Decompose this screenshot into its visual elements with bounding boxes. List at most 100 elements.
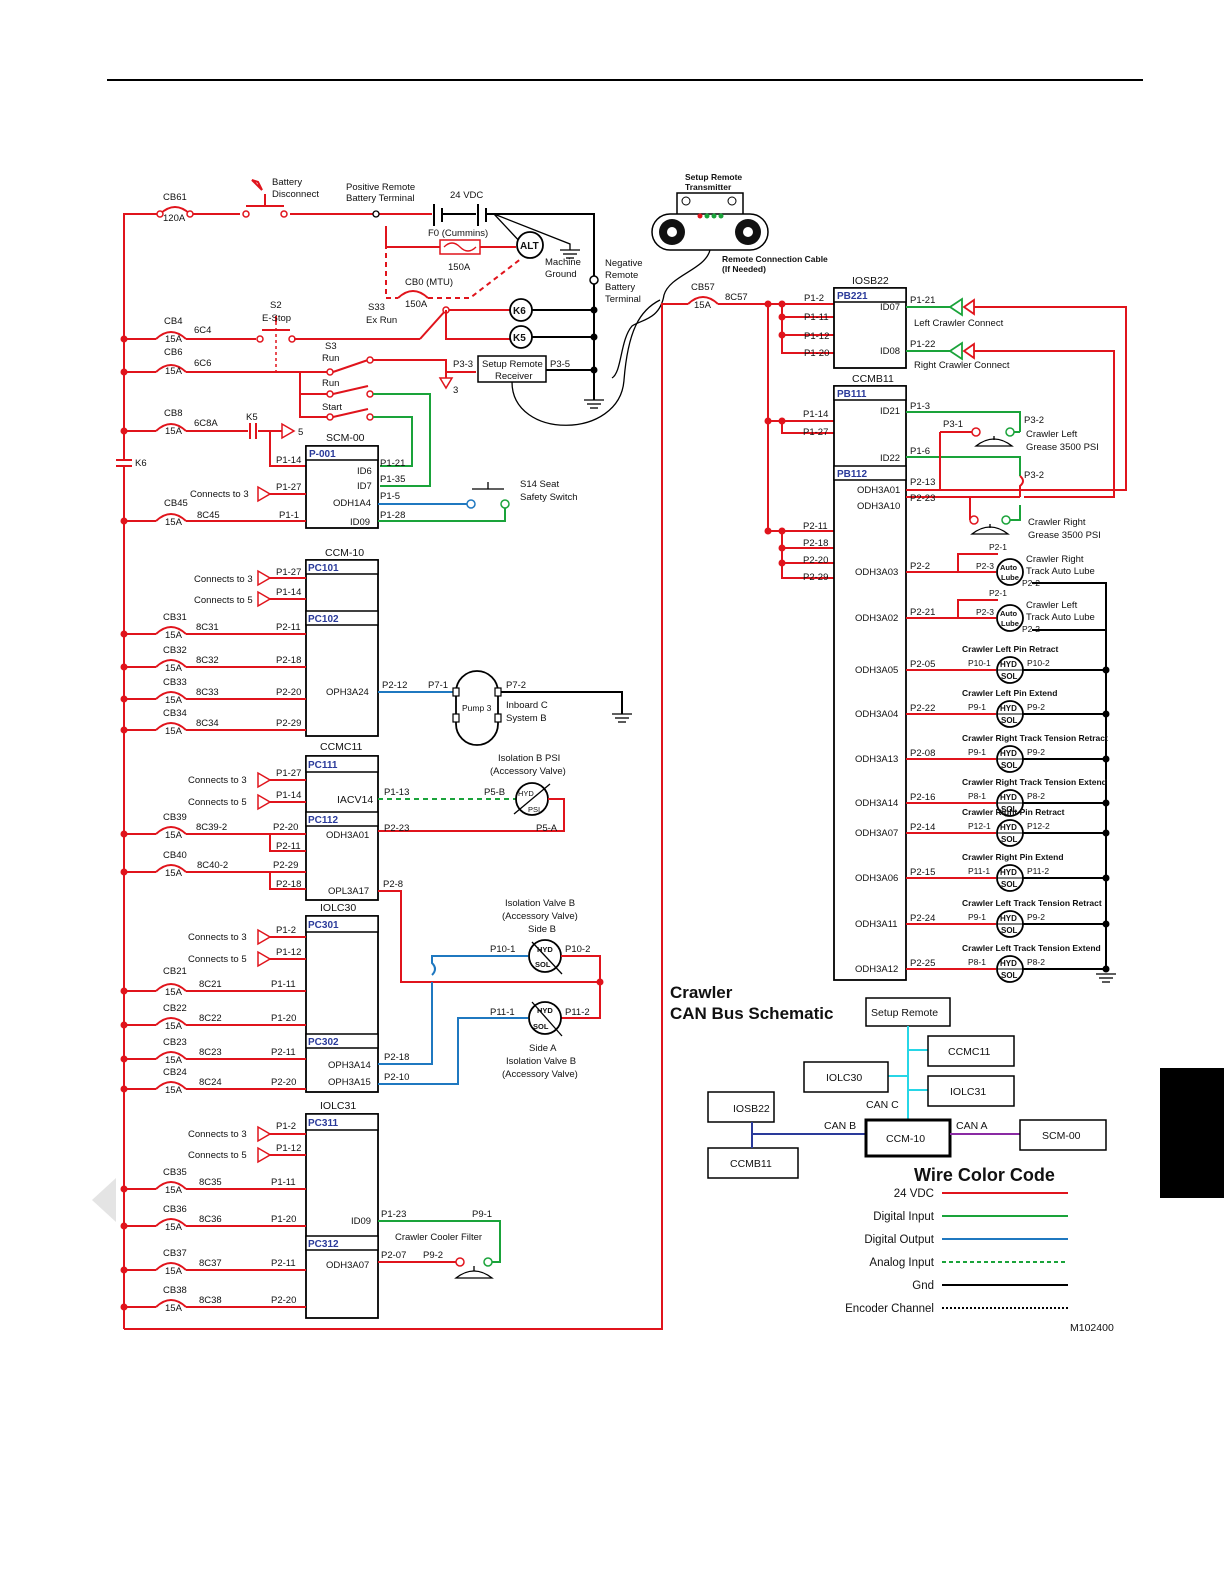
ccmc11-p218: P2-18: [276, 879, 301, 890]
sol-label: SOL: [1001, 880, 1018, 889]
iolc30-p111v: P11-1: [490, 1007, 515, 1018]
w8c36: 8C36: [199, 1214, 222, 1225]
iolc30-p210: P2-10: [384, 1072, 409, 1083]
auto-label: Auto: [1000, 609, 1017, 618]
cb35-label: CB35: [163, 1167, 187, 1178]
cb37-amp: 15A: [165, 1266, 183, 1277]
ccmc11-section: CCMC11 PC111 PC112 Connects to 3 P1-27 C…: [120, 741, 600, 983]
can-iosb22: IOSB22: [733, 1103, 770, 1115]
can-a-label: CAN A: [956, 1120, 988, 1132]
lube-label: Lube: [1001, 573, 1019, 582]
pump-label: Pump 3: [462, 703, 492, 713]
output-a: P8-1: [968, 791, 986, 801]
iso-psi-l2: (Accessory Valve): [490, 766, 566, 777]
output-odh: ODH3A07: [855, 828, 898, 839]
w8c57: 8C57: [725, 292, 748, 303]
iolc31-p91: P9-1: [472, 1209, 492, 1220]
cb8-amp: 15A: [165, 426, 183, 437]
ccmc11-p223: P2-23: [384, 823, 409, 834]
legend-label: Encoder Channel: [845, 1303, 934, 1315]
iolc31-p207: P2-07: [381, 1250, 406, 1261]
output-a: P10-1: [968, 658, 991, 668]
sol-label: SOL: [1001, 716, 1018, 725]
valvea-hyd: HYD: [537, 1006, 553, 1015]
start-label: Start: [322, 402, 342, 413]
iosb-p121: P1-21: [910, 295, 935, 306]
iolc31-connects3: Connects to 3: [188, 1129, 247, 1140]
pb112-pin-0: P2-11: [803, 521, 828, 532]
ccmc11-title: CCMC11: [320, 741, 363, 753]
cb31-label: CB31: [163, 612, 187, 623]
exrun-label: Ex Run: [366, 315, 397, 326]
output-top: P2-1: [989, 588, 1007, 598]
output-name2: Track Auto Lube: [1026, 612, 1095, 623]
legend-label: Analog Input: [869, 1257, 934, 1269]
iolc31-pc312: PC312: [308, 1239, 339, 1250]
w8c35: 8C35: [199, 1177, 222, 1188]
ccmb-id21: ID21: [880, 406, 900, 417]
hyd-label: HYD: [1000, 793, 1017, 802]
output-pin: P2-15: [910, 867, 935, 878]
cooler-filter: Crawler Cooler Filter: [395, 1232, 482, 1243]
neg-terminal-l3: Battery: [605, 282, 635, 293]
scm-p127: P1-27: [276, 482, 301, 493]
iosb-title: IOSB22: [852, 275, 889, 287]
ccm10-p72: P7-2: [506, 680, 526, 691]
section-tab: [1160, 1068, 1224, 1198]
output-pin: P2-2: [910, 561, 930, 572]
left-connect: Left Crawler Connect: [914, 318, 1004, 329]
cb6-label: CB6: [164, 347, 182, 358]
figure-id: M102400: [1070, 1322, 1114, 1334]
cb37-label: CB37: [163, 1248, 187, 1259]
output-b: P10-2: [1027, 658, 1050, 668]
valve-top-l3: Side B: [528, 924, 556, 935]
battery-disconnect-l2: Disconnect: [272, 189, 319, 200]
pb112-pin-2: P2-20: [803, 555, 828, 566]
ccm10-p229: P2-29: [276, 718, 301, 729]
grease-p32a: P3-2: [1024, 415, 1044, 426]
receiver-l2: Receiver: [495, 371, 533, 382]
iolc31-id09: ID09: [351, 1216, 371, 1227]
positive-terminal-l2: Battery Terminal: [346, 193, 414, 204]
iso-psi-l1: Isolation B PSI: [498, 753, 560, 764]
hyd-label: HYD: [1000, 823, 1017, 832]
scm-p128: P1-28: [380, 510, 405, 521]
output-odh: ODH3A03: [855, 567, 898, 578]
hyd-label: HYD: [1000, 660, 1017, 669]
iolc31-p112: P1-12: [276, 1143, 301, 1154]
iolc31-title: IOLC31: [320, 1100, 356, 1112]
legend-label: Gnd: [912, 1280, 934, 1292]
can-ccm10: CCM-10: [886, 1133, 925, 1145]
iolc30-connects5: Connects to 5: [188, 954, 247, 965]
ccmb-pb111: PB111: [837, 389, 867, 400]
output-odh: ODH3A05: [855, 665, 898, 676]
iolc30-oph14: OPH3A14: [328, 1060, 371, 1071]
f0-label: F0 (Cummins): [428, 228, 488, 239]
s3-run: Run: [322, 353, 339, 364]
output-b: P11-2: [1027, 866, 1049, 876]
alt-label: ALT: [520, 241, 539, 252]
grease-p32b: P3-2: [1024, 470, 1044, 481]
w8c37: 8C37: [199, 1258, 222, 1269]
ccmc11-p114: P1-14: [276, 790, 301, 801]
output-name: Crawler Right Track Tension Retract: [962, 733, 1108, 743]
sol-label: SOL: [1001, 672, 1018, 681]
w8c23: 8C23: [199, 1047, 222, 1058]
p35-label: P3-5: [550, 359, 570, 370]
cb36-label: CB36: [163, 1204, 187, 1215]
output-pin: P2-16: [910, 792, 935, 803]
s14-l2: Safety Switch: [520, 492, 578, 503]
cb61-amp: 120A: [163, 213, 186, 224]
iolc30-p211: P2-11: [271, 1047, 296, 1058]
cb38-amp: 15A: [165, 1303, 183, 1314]
ccmc11-p220: P2-20: [273, 822, 298, 833]
remote-title-l2: Transmitter: [685, 182, 732, 192]
w8c24: 8C24: [199, 1077, 222, 1088]
iolc30-p102: P10-2: [565, 944, 590, 955]
output-odh: ODH3A14: [855, 798, 898, 809]
scm-p114: P1-14: [276, 455, 301, 466]
ccm10-title: CCM-10: [325, 547, 364, 559]
